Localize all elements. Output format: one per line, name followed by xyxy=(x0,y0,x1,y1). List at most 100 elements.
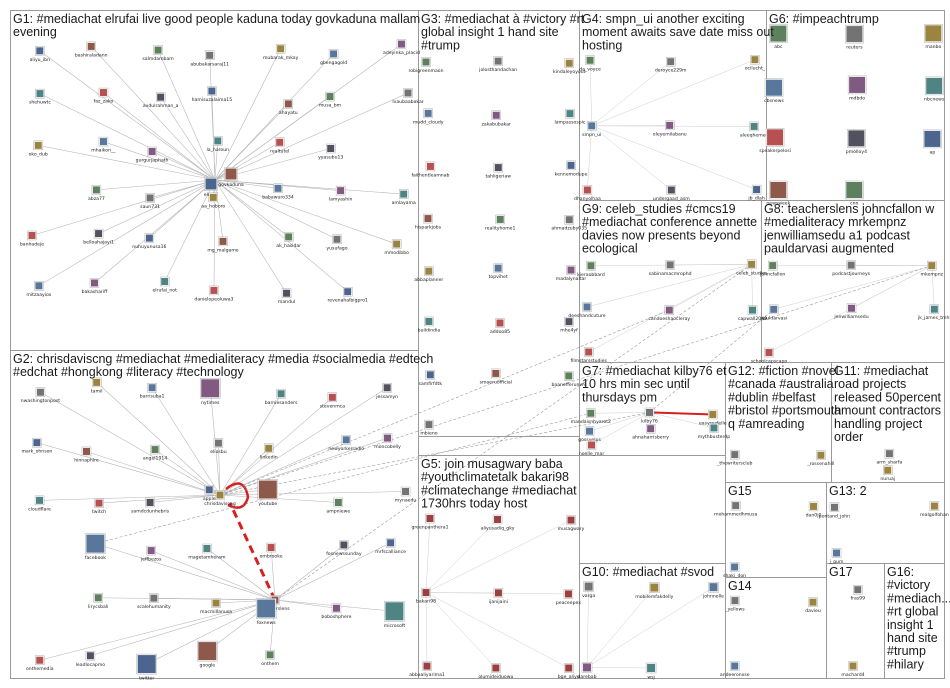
group-title-g16: #trump xyxy=(887,644,926,658)
node-avatar-capwall2049 xyxy=(749,306,757,314)
node-avatar-twitch xyxy=(95,499,103,507)
node-avatar-abbaaliyarima1 xyxy=(423,662,431,670)
edge xyxy=(38,145,216,181)
node-avatar-bakashariff xyxy=(90,279,98,287)
node-label: adeyinka_placid xyxy=(383,50,420,56)
node-avatar-microsoft xyxy=(385,602,404,621)
edge xyxy=(206,548,276,601)
node-avatar-mythbusterdp xyxy=(710,424,718,432)
node-label: jessamyn xyxy=(375,394,398,400)
edge xyxy=(751,264,753,311)
node-avatar-cnn xyxy=(846,182,863,198)
node-label: barrisuba1 xyxy=(140,394,165,400)
node-avatar-baanefferunw9 xyxy=(565,372,573,380)
node-label: gurgurjaphath xyxy=(136,157,169,163)
edge xyxy=(38,179,216,287)
node-avatar-shaki_don xyxy=(731,563,739,571)
group-title-g11: road projects xyxy=(834,377,906,391)
node-label: reuters xyxy=(846,45,863,51)
edge xyxy=(591,125,672,191)
node-label: ap xyxy=(930,150,936,155)
node-avatar-sabinamacmrophd xyxy=(666,261,674,269)
node-avatar-mandul xyxy=(283,289,291,297)
group-title-g12: #dublin #belfast xyxy=(728,390,816,404)
node-avatar-mbieno xyxy=(425,421,433,429)
edge xyxy=(219,437,388,496)
group-title-g14: G14 xyxy=(728,579,752,593)
node-label: varga xyxy=(582,593,595,599)
node-avatar-samdcdunhebris xyxy=(146,498,154,506)
node-label: nwashingtonpost xyxy=(21,398,61,404)
node-label: la_haroun xyxy=(207,147,230,153)
node-avatar-shehuwtc xyxy=(36,90,44,98)
node-label: capwall2049 xyxy=(738,316,767,322)
node-avatar-buildindia xyxy=(425,317,433,325)
node-label: arm_sharfa xyxy=(876,460,902,466)
node-avatar-nuruaj xyxy=(884,466,892,474)
node-label: schoolcapscapo xyxy=(751,359,788,365)
edge xyxy=(151,550,276,601)
node-label: danielopeoluwa3 xyxy=(194,296,233,302)
node-avatar-mohammedhmusa xyxy=(732,502,740,510)
edge xyxy=(214,179,287,294)
node-avatar-boboshphere xyxy=(332,604,340,612)
node-label: jb_dlah xyxy=(747,196,764,202)
node-label: madalynaltar xyxy=(556,276,587,282)
node-avatar-ak_hasidar xyxy=(285,233,293,241)
node-avatar-ocilucht_ xyxy=(751,56,759,64)
group-title-g15: G15 xyxy=(728,484,752,498)
group-title-g12: G12: #fiction #novel xyxy=(728,364,839,378)
node-avatar-avdulrahman_a xyxy=(157,93,165,101)
node-label: robigreenmaon xyxy=(408,68,443,74)
node-avatar-mudd_cloudy xyxy=(424,109,432,117)
edge xyxy=(425,518,431,593)
node-avatar-realgolfohan xyxy=(930,502,938,510)
node-label: kindaleyoyout xyxy=(553,69,586,75)
edge xyxy=(214,48,281,181)
node-label: j_gum xyxy=(829,559,844,565)
node-label: nbcnews xyxy=(924,96,945,102)
node-label: eliosbu xyxy=(210,449,226,455)
edge xyxy=(96,382,221,496)
node-label: cnn xyxy=(850,202,858,207)
node-label: mitzaayiox xyxy=(26,292,51,298)
node-label: fosnewssunday xyxy=(326,551,362,557)
node-avatar-oko_dub xyxy=(34,141,42,149)
node-label: jenwilliamsedu xyxy=(833,314,868,320)
edge xyxy=(95,543,276,601)
node-avatar-lampassospic xyxy=(566,110,574,118)
group-title-g1: evening xyxy=(13,25,57,39)
edge xyxy=(214,179,279,189)
node-label: speakerpelosi xyxy=(759,148,791,154)
node-avatar-dan0j0 xyxy=(810,502,818,510)
group-title-g11: G11: #mediachat xyxy=(834,364,929,378)
edge xyxy=(270,547,276,601)
edge xyxy=(218,443,221,496)
nodes-layer: aliyu_ibnbashiraladannsalmdambamabubakar… xyxy=(20,24,950,682)
edge xyxy=(31,179,216,236)
node-avatar-jeffbezos xyxy=(147,547,155,555)
edge xyxy=(586,667,652,669)
node-avatar-barrisuba1 xyxy=(148,384,156,392)
node-avatar-linkedin xyxy=(265,444,273,452)
node-avatar-ombrooke xyxy=(267,544,275,552)
node-avatar-podcastjourneys xyxy=(847,261,855,269)
node-avatar-varga xyxy=(584,582,593,591)
node-avatar-foxnews xyxy=(257,599,276,618)
node-avatar-ap xyxy=(924,130,941,147)
node-avatar-mynaedu xyxy=(402,488,410,496)
group-title-g16: G16: xyxy=(887,565,914,579)
edge xyxy=(649,412,714,429)
group-box-g5 xyxy=(418,455,580,679)
node-avatar-newyorkerradio xyxy=(342,436,350,444)
inter-group-edge xyxy=(95,412,591,544)
edge xyxy=(219,439,347,496)
node-avatar-mandaisnhyarot2 xyxy=(587,409,595,417)
edge xyxy=(214,92,409,181)
node-label: _yellows xyxy=(724,607,745,613)
node-label: boboshphere xyxy=(321,614,351,620)
node-label: elrufai_not xyxy=(152,288,177,294)
node-label: realgolfohan xyxy=(920,512,949,518)
node-label: abbaaliyarima1 xyxy=(409,672,445,678)
node-label: salmdambam xyxy=(142,56,174,62)
